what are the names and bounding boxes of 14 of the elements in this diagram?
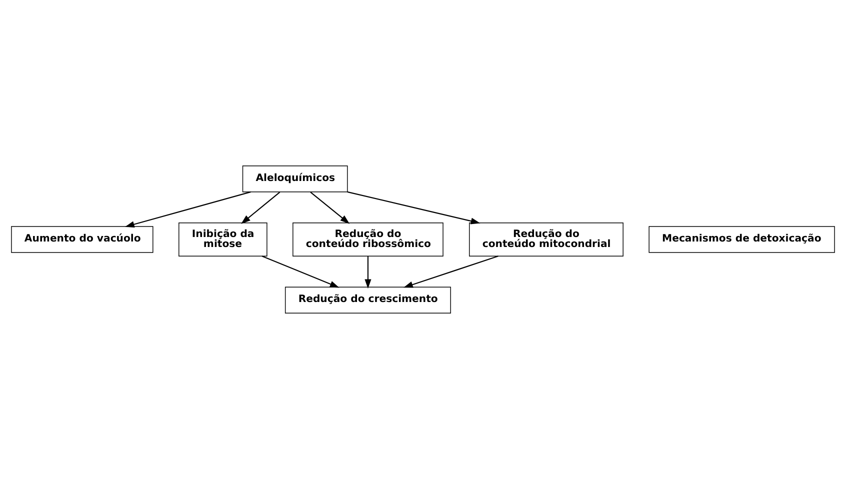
node-box: Redução do crescimento bbox=[284, 286, 451, 313]
arrow bbox=[262, 255, 340, 288]
arrow bbox=[403, 255, 498, 288]
node-box: Mecanismos de detoxicação bbox=[648, 226, 835, 252]
arrow bbox=[310, 191, 350, 224]
node-box: Redução do conteúdo mitocondrial bbox=[469, 222, 624, 256]
node-box: Inibição da mitose bbox=[178, 222, 268, 256]
arrow bbox=[124, 190, 251, 228]
arrow bbox=[241, 191, 280, 224]
arrow bbox=[364, 256, 372, 288]
arrow bbox=[347, 190, 480, 224]
node-box: Redução do conteúdo ribossômico bbox=[292, 222, 444, 256]
node-box: Aleloquímicos bbox=[242, 165, 348, 192]
node-box: Aumento do vacúolo bbox=[11, 226, 154, 252]
